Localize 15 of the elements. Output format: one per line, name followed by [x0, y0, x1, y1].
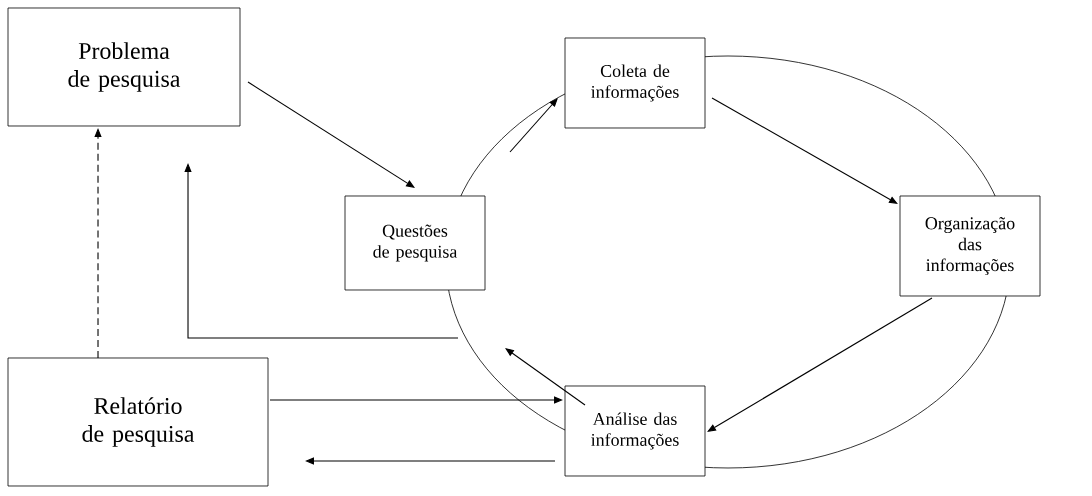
- arrow: [305, 457, 556, 465]
- arrow: [184, 163, 459, 339]
- process-box: Problema de pesquisa: [7, 7, 241, 127]
- arrow: [707, 297, 933, 432]
- arrow: [247, 81, 415, 188]
- process-box: Relatório de pesquisa: [7, 357, 269, 487]
- arrow: [711, 97, 898, 204]
- arrow: [269, 396, 563, 404]
- process-box: Organização das informações: [899, 195, 1041, 297]
- arrow: [94, 128, 102, 359]
- process-box: Coleta de informações: [564, 37, 706, 129]
- arrow: [509, 98, 558, 153]
- arrow: [505, 348, 586, 406]
- process-box: Análise das informações: [564, 385, 706, 477]
- process-box: Questões de pesquisa: [344, 195, 486, 291]
